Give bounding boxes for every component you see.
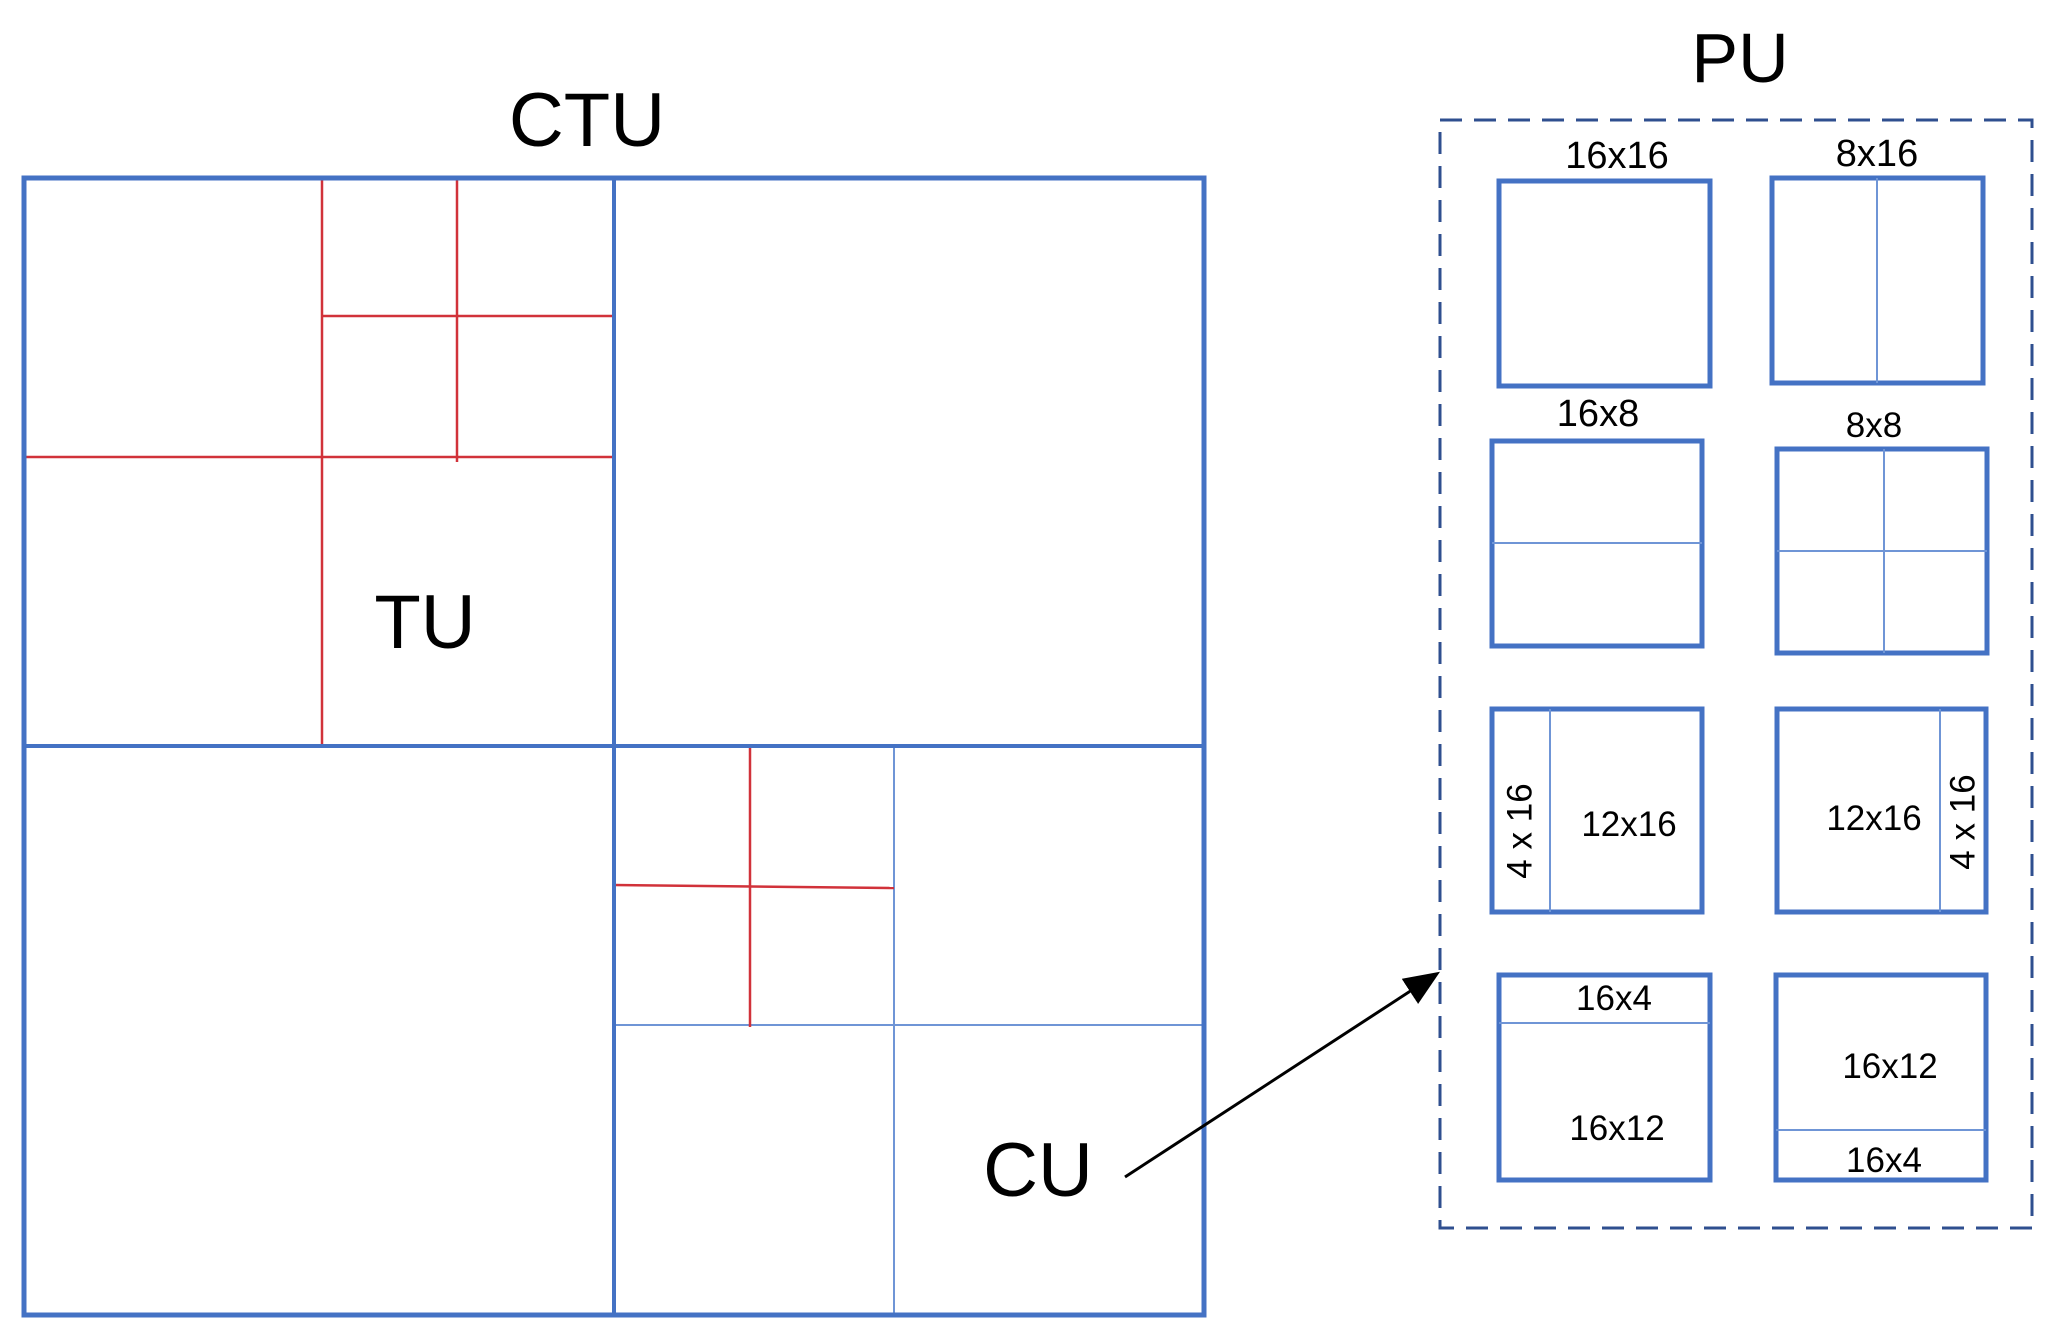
pu-block-4x16-12x16 — [1489, 706, 1705, 915]
pu-label-8x8: 8x8 — [1846, 406, 1902, 445]
pu-label-12x16-right: 12x16 — [1826, 799, 1921, 838]
tu-split-line — [613, 883, 895, 890]
pu-frame — [1438, 118, 2034, 1230]
cu-to-pu-arrow — [1124, 971, 1441, 1179]
tu-label: TU — [374, 580, 475, 665]
pu-label-16x12-top: 16x12 — [1569, 1109, 1664, 1148]
pu-label-4x16-left: 4 x 16 — [1500, 783, 1539, 878]
cu-label: CU — [983, 1128, 1093, 1213]
pu-label-8x16: 8x16 — [1836, 133, 1918, 175]
pu-label-12x16-left: 12x16 — [1581, 805, 1676, 844]
ctu-border — [21, 175, 1207, 1318]
pu-block-12x16-4x16 — [1774, 706, 1989, 915]
pu-label-16x8: 16x8 — [1557, 393, 1639, 435]
pu-block-16x4-16x12 — [1496, 972, 1713, 1183]
pu-label-16x4-bottom: 16x4 — [1846, 1141, 1922, 1180]
pu-label-4x16-right: 4 x 16 — [1943, 774, 1982, 869]
pu-block-16x12-16x4 — [1773, 972, 1989, 1183]
pu-label-16x4-top: 16x4 — [1576, 979, 1652, 1018]
pu-label-16x12-bottom: 16x12 — [1842, 1047, 1937, 1086]
pu-block-16x16 — [1496, 178, 1713, 389]
ctu-block — [21, 175, 1207, 1318]
ctu-label: CTU — [509, 78, 665, 163]
pu-label-16x16: 16x16 — [1565, 135, 1669, 177]
pu-label: PU — [1691, 19, 1788, 97]
